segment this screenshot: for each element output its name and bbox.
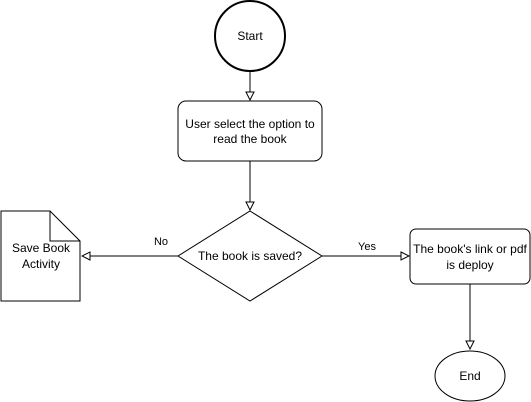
edge-label-no: No bbox=[154, 236, 168, 248]
save-book-label-line2: Activity bbox=[22, 257, 60, 271]
end-label: End bbox=[459, 369, 480, 383]
edge-decision-to-deploy: Yes bbox=[322, 241, 409, 256]
deploy-node[interactable]: The book's link or pdf is deploy bbox=[409, 228, 531, 285]
save-book-label-line1: Save Book bbox=[12, 241, 71, 255]
end-node[interactable]: End bbox=[434, 350, 506, 402]
start-label: Start bbox=[237, 29, 263, 43]
select-option-node[interactable]: User select the option to read the book bbox=[177, 100, 323, 162]
deploy-label-line1: The book's link or pdf bbox=[413, 242, 527, 256]
deploy-label-line2: is deploy bbox=[446, 258, 493, 272]
edge-label-yes: Yes bbox=[358, 241, 376, 253]
edge-decision-to-save: No bbox=[82, 236, 178, 256]
select-option-label-line1: User select the option to bbox=[185, 117, 315, 131]
select-option-label-line2: read the book bbox=[213, 132, 287, 146]
save-book-node[interactable]: Save Book Activity bbox=[0, 210, 81, 302]
decision-label: The book is saved? bbox=[198, 249, 302, 263]
start-node[interactable]: Start bbox=[214, 0, 286, 72]
decision-node[interactable]: The book is saved? bbox=[177, 210, 323, 302]
